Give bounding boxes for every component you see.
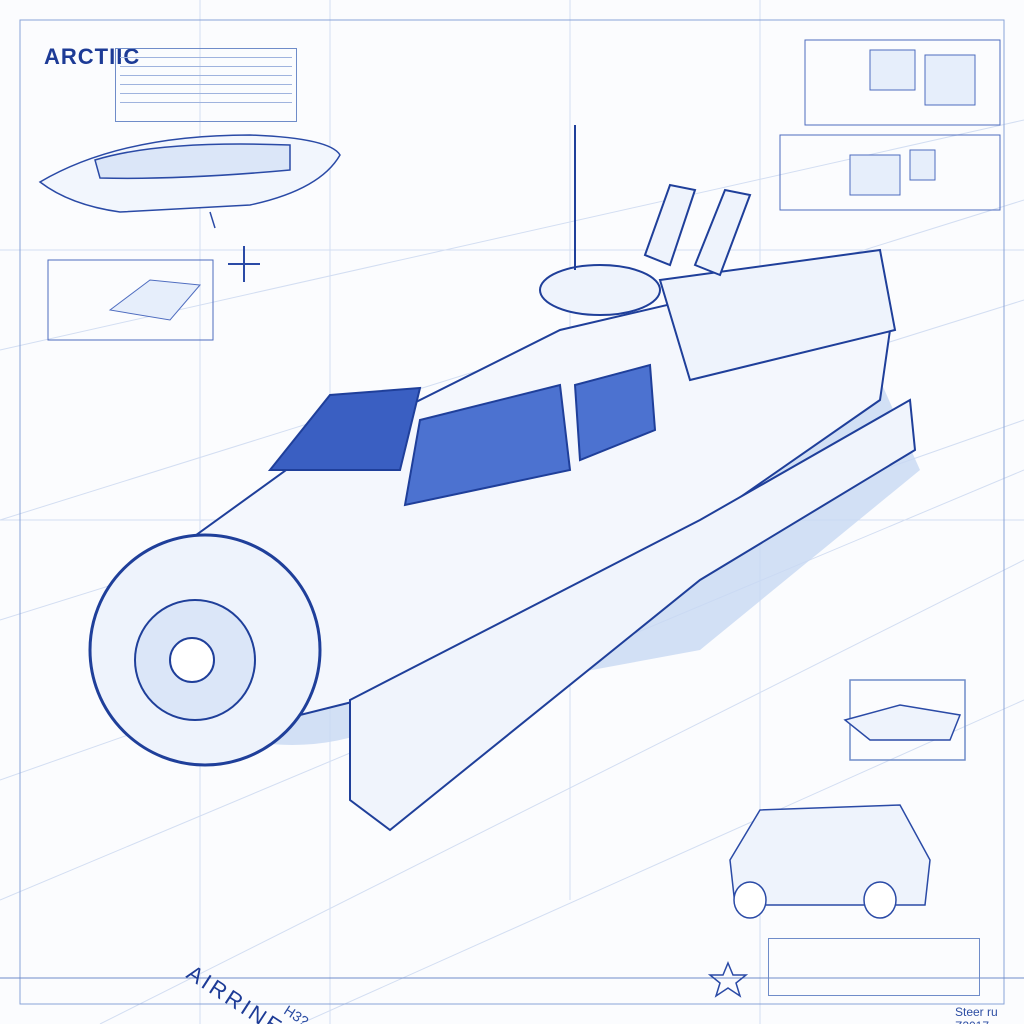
exhaust-stack-left [643, 183, 697, 267]
small-inset-box [47, 259, 214, 341]
spec-notes [768, 938, 980, 996]
exhaust-stack-right [693, 188, 752, 277]
sheet-number: Steer ru Z2017 [955, 1005, 998, 1024]
roof-hatch [539, 264, 661, 316]
description-notes [115, 48, 297, 122]
rear-engine [658, 248, 897, 382]
side-view-inset [38, 134, 341, 229]
star-stamp-icon [707, 961, 749, 998]
windshield [267, 386, 422, 471]
detail-box-top-right [779, 39, 1001, 211]
crosshair-icon [228, 246, 260, 282]
right-pontoon [349, 398, 917, 832]
main-vehicle [88, 125, 920, 832]
sheet-border [19, 19, 1005, 1005]
rear-window [573, 363, 657, 462]
side-window [403, 383, 572, 507]
rear-view-inset [729, 679, 966, 919]
